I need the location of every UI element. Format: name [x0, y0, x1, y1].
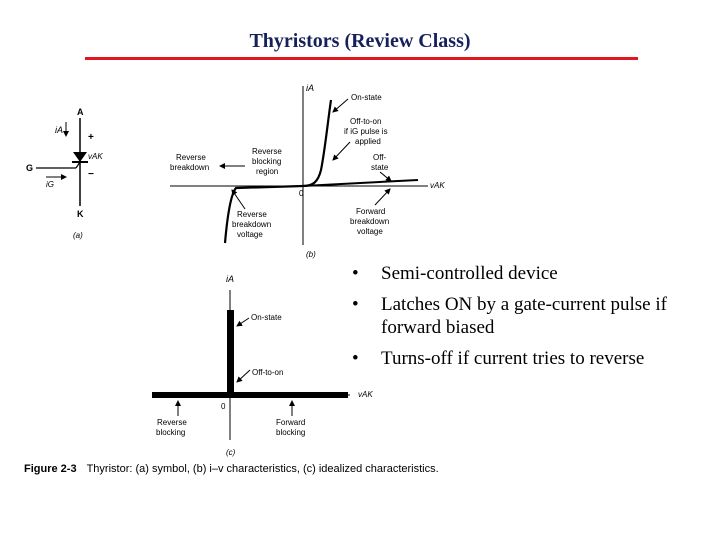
- bullet-dot: •: [352, 348, 359, 369]
- reverse-breakdown-voltage-1: Reverse: [237, 210, 267, 219]
- bullet-dot: •: [352, 294, 359, 315]
- iv-x-label: vAK: [430, 181, 445, 190]
- off-to-on-arrow: [332, 141, 351, 161]
- reverse-breakdown-label-1: Reverse: [176, 153, 206, 162]
- breakdown-voltage-arrow: [231, 189, 246, 210]
- panel-c-label: (c): [226, 448, 236, 457]
- reverse-breakdown-label-2: breakdown: [170, 163, 209, 172]
- bullet-dot: •: [352, 263, 359, 284]
- forward-breakdown-voltage-1: Forward: [356, 207, 385, 216]
- cathode-label: K: [77, 209, 84, 219]
- gate-current-label: iG: [46, 180, 54, 189]
- ideal-x-label: vAK: [358, 390, 373, 399]
- bullet-item: • Turns-off if current tries to reverse: [352, 347, 720, 370]
- off-state-arrow: [379, 171, 392, 182]
- ideal-forward-label-1: Forward: [276, 418, 305, 427]
- on-state-curve: [302, 99, 333, 188]
- reverse-breakdown-voltage-3: voltage: [237, 230, 263, 239]
- iv-y-label: iA: [306, 83, 314, 93]
- ideal-on-state-bar: [227, 310, 234, 395]
- off-to-on-label-2: if iG pulse is: [344, 127, 388, 136]
- off-to-on-label-3: applied: [355, 137, 381, 146]
- bullet-item: • Latches ON by a gate-current pulse if f…: [352, 293, 720, 339]
- figure-caption-text: Thyristor: (a) symbol, (b) i–v character…: [86, 463, 439, 475]
- forward-breakdown-voltage-3: voltage: [357, 227, 383, 236]
- off-state-label-1: Off-: [373, 153, 387, 162]
- thyristor-symbol: A K G iA iG vAK + − (a): [26, 107, 103, 240]
- reverse-blocking-label-1: Reverse: [252, 147, 282, 156]
- iv-origin: 0: [299, 189, 304, 198]
- ideal-forward-label-2: blocking: [276, 428, 305, 437]
- figure-caption: Figure 2-3 Thyristor: (a) symbol, (b) i–v…: [24, 463, 439, 475]
- forward-breakdown-arrow: [374, 188, 391, 206]
- bullet-list: • Semi-controlled device • Latches ON by a…: [352, 262, 720, 378]
- plus-sign: +: [88, 132, 94, 143]
- off-to-on-label-1: Off-to-on: [350, 117, 381, 126]
- bullet-text: Semi-controlled device: [381, 263, 558, 284]
- reverse-blocking-label-3: region: [256, 167, 278, 176]
- ideal-off-to-on-arrow: [236, 369, 251, 383]
- on-state-label: On-state: [351, 93, 382, 102]
- ideal-blocking-bar: [152, 392, 348, 398]
- reverse-blocking-label-2: blocking: [252, 157, 281, 166]
- diode-triangle: [73, 152, 87, 162]
- ideal-origin: 0: [221, 402, 226, 411]
- iv-characteristics: iA vAK 0 On-state Off-to-on if iG pulse …: [170, 83, 445, 259]
- minus-sign: −: [88, 169, 94, 180]
- forward-breakdown-voltage-2: breakdown: [350, 217, 389, 226]
- bullet-text: Latches ON by a gate-current pulse if fo…: [381, 294, 667, 338]
- off-state-curve: [302, 179, 419, 187]
- anode-label: A: [77, 107, 84, 117]
- figure-number: Figure 2-3: [24, 463, 77, 475]
- title-underline: [85, 57, 638, 60]
- page-title: Thyristors (Review Class): [249, 30, 471, 52]
- ideal-off-to-on-label: Off-to-on: [252, 368, 283, 377]
- vak-label: vAK: [88, 152, 103, 161]
- ideal-reverse-label-1: Reverse: [157, 418, 187, 427]
- ideal-reverse-label-2: blocking: [156, 428, 185, 437]
- off-state-label-2: state: [371, 163, 389, 172]
- ideal-on-state-label: On-state: [251, 313, 282, 322]
- bullet-item: • Semi-controlled device: [352, 262, 720, 285]
- panel-a-label: (a): [73, 231, 83, 240]
- panel-b-label: (b): [306, 250, 316, 259]
- on-state-arrow: [332, 98, 349, 113]
- reverse-curve: [223, 184, 304, 244]
- ideal-y-label: iA: [226, 274, 234, 284]
- gate-label: G: [26, 163, 33, 173]
- bullet-text: Turns-off if current tries to reverse: [381, 348, 645, 369]
- anode-current-label: iA: [55, 125, 63, 135]
- reverse-breakdown-voltage-2: breakdown: [232, 220, 271, 229]
- ideal-on-state-arrow: [236, 317, 250, 327]
- idealized-characteristics: iA vAK 0 On-state Off-to-on Reverse bloc…: [152, 274, 373, 457]
